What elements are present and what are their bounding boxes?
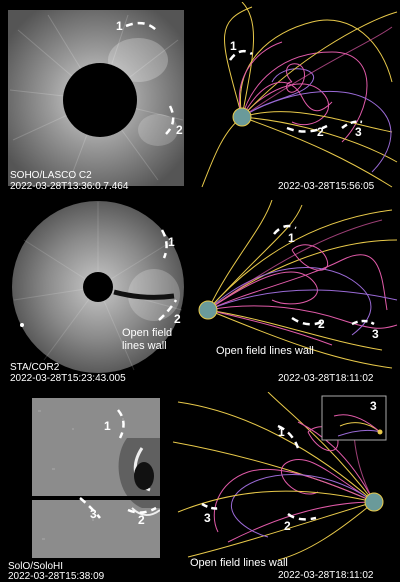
cor2-panel: 1 2 (4, 200, 189, 375)
marker-2-dash (127, 506, 157, 514)
field-lines-render-1: 1 2 3 (201, 1, 398, 188)
field-lines-render-2: 1 2 3 (198, 199, 398, 369)
marker-1-label: 1 (104, 419, 111, 433)
instrument-label: SolO/SoloHI (8, 561, 64, 572)
marker-1-label: 1 (168, 235, 175, 249)
cor2-image: 1 2 (12, 201, 184, 373)
lasco-c2-panel: 1 2 (8, 10, 184, 186)
timestamp-label: 2022-03-28T13:36:0.7.464 (10, 181, 129, 192)
field-lines-panel-1: 1 2 3 (192, 1, 400, 192)
marker-3-dash (351, 319, 375, 326)
timestamp-label: 2022-03-28T18:11:02 (278, 373, 374, 384)
marker-2-label: 2 (284, 519, 291, 533)
annotation-label: lines wall (122, 340, 167, 352)
marker-3-label: 3 (90, 507, 97, 521)
instrument-label: SOHO/LASCO C2 (10, 170, 92, 181)
marker-3-label: 3 (372, 327, 379, 341)
marker-1-label: 1 (288, 231, 295, 245)
marker-2-label: 2 (176, 123, 183, 137)
annotation-label: Open field (122, 327, 173, 339)
inset-box (321, 395, 387, 441)
marker-2-label: 2 (317, 125, 324, 139)
marker-3-dash (79, 497, 101, 519)
marker-1-dash (277, 424, 300, 449)
marker-3-label: 3 (204, 511, 211, 525)
marker-2-label: 2 (174, 312, 181, 326)
marker-3-dash (341, 120, 363, 129)
marker-1-dash (273, 224, 297, 235)
marker-2-label: 2 (138, 513, 145, 527)
timestamp-label: 2022-03-28T15:38:09 (8, 571, 105, 582)
marker-2-dash (158, 299, 178, 321)
field-lines-render-3: 3 1 2 3 (172, 391, 387, 561)
occulter-disk (63, 63, 137, 137)
annotation-label: Open field lines wall (216, 345, 314, 357)
soloh-image: 1 2 3 (32, 398, 161, 558)
marker-1-label: 1 (230, 39, 237, 53)
marker-1-dash (125, 21, 159, 33)
marker-2-dash (165, 105, 175, 135)
marker-2-label: 2 (318, 317, 325, 331)
inset-marker-label: 3 (370, 399, 377, 413)
marker-1-label: 1 (278, 425, 285, 439)
bright-star (20, 323, 24, 327)
lasco-c2-image: 1 2 (8, 10, 184, 186)
field-lines-panel-3: 3 1 2 3 (168, 391, 400, 561)
sun-sphere (364, 492, 384, 512)
sun-sphere (198, 300, 218, 320)
instrument-label: STA/COR2 (10, 362, 60, 373)
sun-sphere (232, 107, 252, 127)
marker-3-dash (201, 502, 221, 510)
timestamp-label: 2022-03-28T18:11:02 (278, 570, 374, 581)
marker-1-label: 1 (116, 19, 123, 33)
occulter-disk (83, 272, 113, 302)
marker-2-dash (287, 512, 317, 521)
annotation-label: Open field lines wall (190, 557, 288, 569)
marker-2-dash (291, 316, 323, 326)
field-lines-panel-2: 1 2 3 (192, 199, 400, 370)
marker-1-dash (228, 49, 253, 61)
timestamp-label: 2022-03-28T15:23:43.005 (10, 373, 126, 384)
timestamp-label: 2022-03-28T15:56:05 (278, 181, 375, 192)
marker-2-dash (286, 124, 328, 133)
marker-1-dash (160, 229, 168, 259)
soloh-panel: 1 2 3 (32, 398, 161, 558)
marker-3-label: 3 (355, 125, 362, 139)
marker-1-dash (117, 409, 125, 439)
